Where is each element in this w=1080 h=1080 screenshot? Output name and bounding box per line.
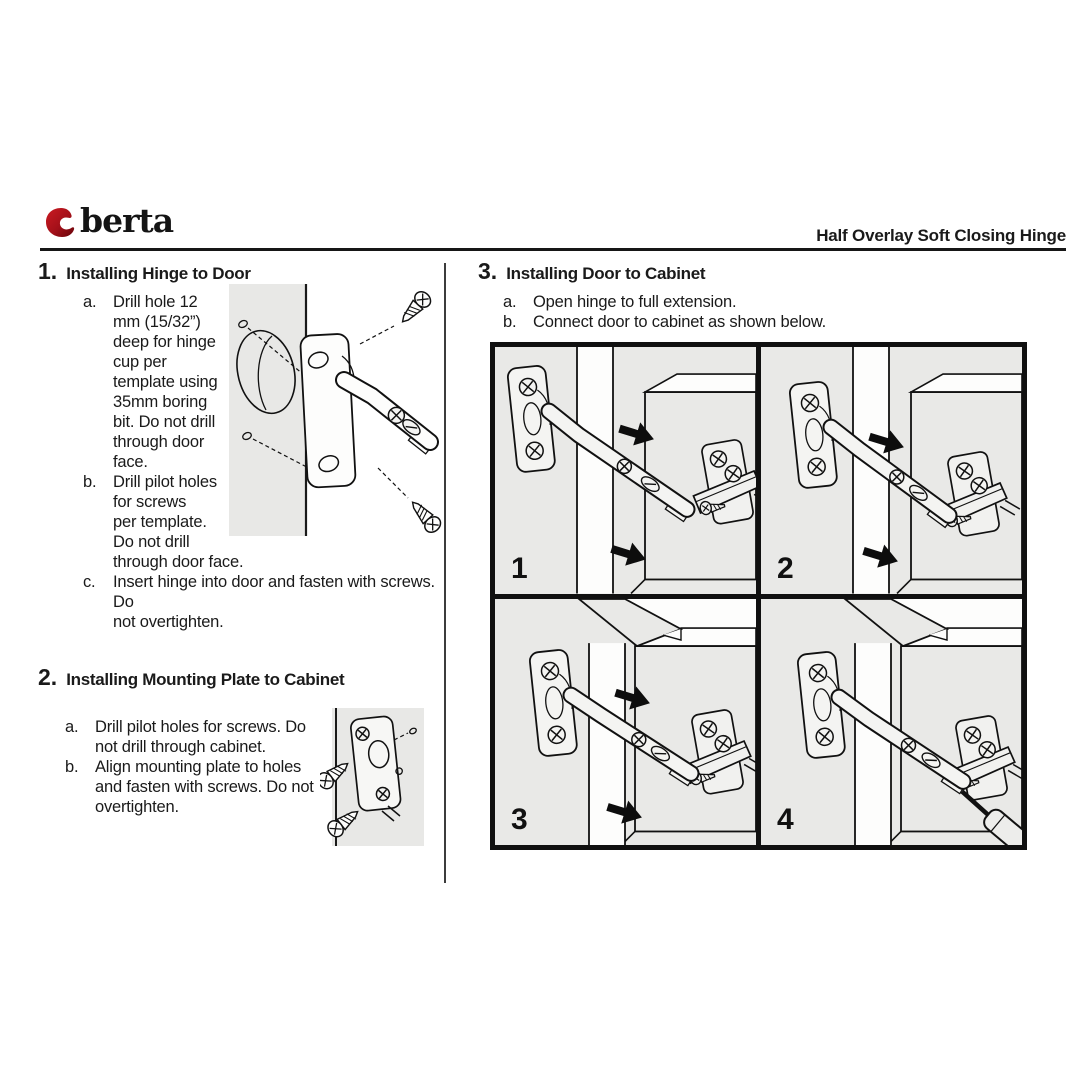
list-item-text: Drill pilot holes for screws. Do not dri… xyxy=(95,718,306,756)
list-item: b. Align mounting plate to holes and fast… xyxy=(65,757,440,817)
figure-panel: 4 xyxy=(761,598,1022,845)
arrow-icon xyxy=(618,422,654,446)
section-number: 1. xyxy=(38,258,58,284)
arrow-icon xyxy=(606,800,642,824)
list-item-text: Drill pilot holes for screws per templat… xyxy=(113,473,244,571)
arrow-icon xyxy=(614,685,650,709)
hinge-cup-plate xyxy=(299,333,357,489)
hinge-cup-plate xyxy=(528,648,578,757)
list-item: a. Open hinge to full extension. xyxy=(503,292,1038,312)
list-item-text: Connect door to cabinet as shown below. xyxy=(533,313,827,331)
door-panel xyxy=(229,284,308,536)
screw-icon xyxy=(317,762,349,790)
section-heading: 1. Installing Hinge to Door xyxy=(38,258,440,285)
section-number: 2. xyxy=(38,664,58,690)
arrow-icon xyxy=(868,430,904,454)
figure-panel: 2 xyxy=(761,347,1022,594)
arrow-icon xyxy=(610,542,646,566)
list-item-text: Drill hole 12 mm (15/32”) deep for hinge… xyxy=(113,293,218,471)
section-heading: 2. Installing Mounting Plate to Cabinet xyxy=(38,664,440,691)
section-installing-mounting-plate: 2. Installing Mounting Plate to Cabinet … xyxy=(38,664,440,817)
door-panel xyxy=(576,347,614,594)
list-item-text: Insert hinge into door and fasten with s… xyxy=(113,573,435,631)
section-items: a. Drill hole 12 mm (15/32”) deep for hin… xyxy=(38,292,440,632)
screw-icon xyxy=(699,500,726,516)
list-item: a. Drill pilot holes for screws. Do not d… xyxy=(65,717,440,757)
installation-steps-figure: 1 2 3 4 xyxy=(490,342,1027,850)
figure-panel: 1 xyxy=(495,347,756,594)
hinge-arm xyxy=(562,686,700,787)
hinge-arm xyxy=(822,418,958,529)
section-title: Installing Mounting Plate to Cabinet xyxy=(66,670,345,689)
hinge-cup-plate xyxy=(506,365,556,473)
list-item-marker: b. xyxy=(503,313,517,331)
arrow-icon xyxy=(862,544,898,568)
brand-name: berta xyxy=(80,201,174,240)
list-item-marker: a. xyxy=(65,718,79,736)
section-items: a. Drill pilot holes for screws. Do not d… xyxy=(38,717,440,817)
mounting-plate-illustration xyxy=(317,706,424,848)
panel-number: 1 xyxy=(511,551,528,585)
berta-logo-icon xyxy=(44,204,76,245)
brand-logo: berta xyxy=(44,201,174,245)
list-item-marker: c. xyxy=(83,573,96,591)
list-item-marker: b. xyxy=(83,473,97,491)
header-rule xyxy=(40,248,1066,251)
section-installing-door-to-cabinet: 3. Installing Door to Cabinet a. Open hin… xyxy=(478,258,1038,332)
panel-number: 3 xyxy=(511,803,528,836)
document-title: Half Overlay Soft Closing Hinge xyxy=(816,226,1066,245)
section-title: Installing Hinge to Door xyxy=(66,264,251,283)
screw-icon xyxy=(411,501,442,533)
list-item: a. Drill hole 12 mm (15/32”) deep for hin… xyxy=(83,292,440,472)
list-item-text: Open hinge to full extension. xyxy=(533,293,737,311)
screw-icon xyxy=(401,291,432,323)
door-panel xyxy=(854,642,892,845)
section-items: a. Open hinge to full extension. b. Connect… xyxy=(478,292,1038,332)
mounting-plate xyxy=(692,439,756,525)
section-title: Installing Door to Cabinet xyxy=(506,264,706,283)
screwdriver-icon xyxy=(960,789,1022,845)
hinge-arm xyxy=(830,688,972,795)
list-item: b. Connect door to cabinet as shown below… xyxy=(503,312,1038,332)
section-installing-hinge-to-door: 1. Installing Hinge to Door a. Drill hole… xyxy=(38,258,440,632)
list-item-marker: b. xyxy=(65,758,79,776)
screw-icon xyxy=(327,810,359,838)
list-item: b. Drill pilot holes for screws per templ… xyxy=(83,472,440,572)
mounting-plate xyxy=(350,715,403,812)
figure-panel: 3 xyxy=(495,598,756,845)
section-number: 3. xyxy=(478,258,498,284)
hinge-to-door-illustration xyxy=(226,284,442,538)
hinge-cup-plate xyxy=(796,650,846,759)
list-item: c. Insert hinge into door and fasten with… xyxy=(83,572,440,632)
panel-number: 2 xyxy=(777,551,794,585)
column-divider xyxy=(444,263,446,883)
list-item-marker: a. xyxy=(503,293,517,311)
panel-number: 4 xyxy=(777,803,794,836)
list-item-marker: a. xyxy=(83,293,97,311)
hinge-arm xyxy=(335,371,439,455)
door-panel xyxy=(588,642,626,845)
list-item-text: Align mounting plate to holes and fasten… xyxy=(95,758,314,816)
section-heading: 3. Installing Door to Cabinet xyxy=(478,258,1038,285)
hinge-arm xyxy=(540,402,696,523)
